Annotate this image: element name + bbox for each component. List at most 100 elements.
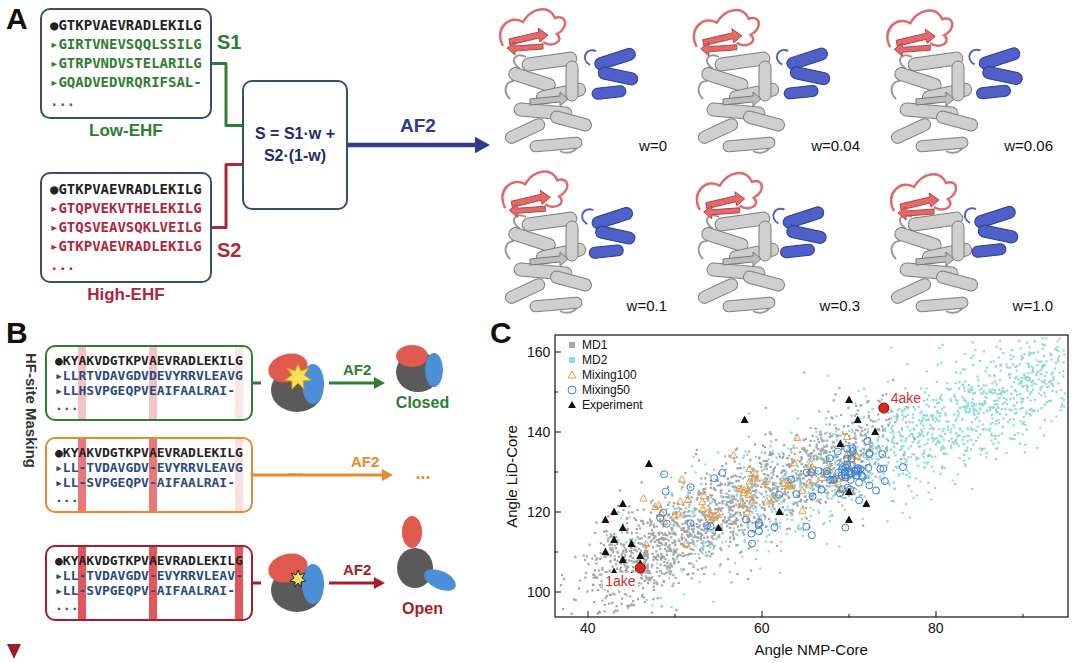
masking-arrow-head (7, 644, 21, 659)
closed-result-cartoon (396, 345, 443, 392)
y-tick (555, 432, 561, 433)
core-helix (549, 270, 593, 292)
nmp-domain (965, 205, 1019, 258)
nmp-domain (421, 565, 459, 596)
tick-label: 60 (754, 620, 770, 636)
core-helix (952, 61, 964, 101)
y-tick (555, 512, 561, 513)
x-tick (675, 614, 676, 617)
axis-title: Angle LiD-Core (502, 425, 519, 528)
legend-label: MD2 (582, 353, 607, 367)
core-helix (916, 137, 969, 152)
lid-strand (704, 206, 740, 219)
lid-loop (500, 9, 565, 46)
tick-label: 120 (527, 504, 550, 520)
core-helix (742, 110, 786, 132)
structure-panel: w=0.04 (683, 3, 868, 158)
query-sequence: ●KYAKVDGTKPVAEVRADLEKILG (55, 445, 243, 460)
core-helix (935, 270, 979, 292)
more-sequences: ... (55, 490, 243, 505)
axis-caption: HF-site Masking (23, 352, 40, 467)
core-helix (952, 221, 964, 261)
lid-strand (701, 43, 737, 56)
panel-letter: A (6, 2, 28, 36)
aligned-sequence: ▸LL-SVPGEQPV-AIFAALRAI- (55, 475, 243, 490)
weight-label: w=0.1 (627, 297, 667, 314)
aligned-sequence: ▸LL-TVDAVGDV-EVYRRVLEAV- (55, 568, 243, 583)
reference-structure-point (879, 403, 889, 413)
nmp-helix (976, 85, 1011, 99)
aligned-sequence: ▸LLHSVPGEQPVEAIFAALRAI- (55, 383, 243, 398)
connector-line (348, 143, 475, 148)
nmp-helix (593, 47, 637, 71)
nmp-helix (589, 244, 624, 258)
sequence-alignment-box: ●KYAKVDGTKPVAEVRADLEKILG▸LL-TVDAVGDV-EVY… (45, 545, 253, 621)
nmp-helix (782, 205, 826, 229)
nmp-helix (780, 244, 815, 258)
tick-label: 40 (580, 620, 596, 636)
legend-swatch (569, 357, 575, 363)
x-tick (588, 611, 589, 617)
y-tick (555, 592, 561, 593)
point-label: 1ake (603, 573, 637, 589)
protein-structure (889, 174, 1018, 313)
nmp-domain (777, 47, 831, 100)
lid-strand (894, 43, 930, 56)
point-label: 4ake (889, 390, 923, 406)
nmp-helix (786, 224, 828, 244)
lid-strand (898, 207, 934, 220)
lid-strand (507, 42, 543, 55)
nmp-helix (784, 85, 819, 99)
query-sequence: ●KYAKVDGTKPVAEVRADLEKILG (55, 353, 243, 368)
tick-label: 140 (527, 424, 550, 440)
aligned-sequence: ▸GQADVEDVRQRIFSAL- (50, 73, 202, 92)
core-strand (530, 252, 568, 266)
arrow-head (382, 469, 393, 481)
aligned-sequence: ▸LL-TVDAVGDV-EVYRRVLEAVG (55, 460, 243, 475)
weight-label: w=0 (639, 137, 667, 154)
connector (253, 469, 393, 481)
plot-frame (555, 335, 1068, 617)
connector (212, 64, 242, 126)
core-helix (549, 110, 593, 132)
alignment-heading: Low-EHF (42, 121, 210, 141)
connector-label: AF2 (349, 453, 381, 470)
aligned-sequence: ▸GTQPVEKVTHELEKILG (50, 199, 202, 218)
lid-domain (265, 549, 311, 586)
more-sequences: ... (50, 92, 202, 111)
lid-loop (887, 11, 952, 48)
more-sequences: ... (50, 256, 202, 275)
structure-panel: w=0 (490, 3, 675, 158)
state-box: ... (393, 460, 453, 486)
plot-border (555, 335, 1068, 617)
x-tick (936, 611, 937, 617)
arrow-head (374, 377, 385, 389)
x-tick (1023, 614, 1024, 617)
core-strand (916, 92, 954, 106)
y-tick (555, 552, 558, 553)
core-strand (916, 252, 954, 266)
query-sequence: ●KYAKVDGTKPVAEVRADLEKILG (55, 553, 243, 568)
core-helix (759, 221, 771, 261)
connector-label: AF2 (341, 561, 373, 578)
legend-label: MD1 (582, 338, 607, 352)
mixing-formula: S = S1·w + S2·(1-w) (250, 123, 340, 167)
core-strand (723, 92, 761, 106)
lid-strand (509, 204, 545, 217)
state-label: Closed (396, 394, 449, 412)
structure-panel: w=1.0 (876, 163, 1061, 318)
lid-domain (694, 10, 759, 56)
y-tick (555, 472, 558, 473)
x-tick (762, 611, 763, 617)
arrow-head (374, 577, 385, 589)
sequence-alignment-box: ●GTKPVAEVRADLEKILG▸GIRTVNEVSQQLSSILG▸GTR… (40, 8, 212, 119)
core-helix (759, 61, 771, 101)
weight-label: w=0.04 (811, 137, 860, 154)
md1-points (560, 372, 929, 615)
core-helix (935, 110, 979, 132)
nmp-helix (977, 224, 1019, 244)
lid-domain (396, 345, 428, 367)
weight-label: w=0.3 (820, 297, 860, 314)
core-helix (916, 297, 969, 312)
axis-title: Angle NMP-Core (755, 641, 868, 658)
